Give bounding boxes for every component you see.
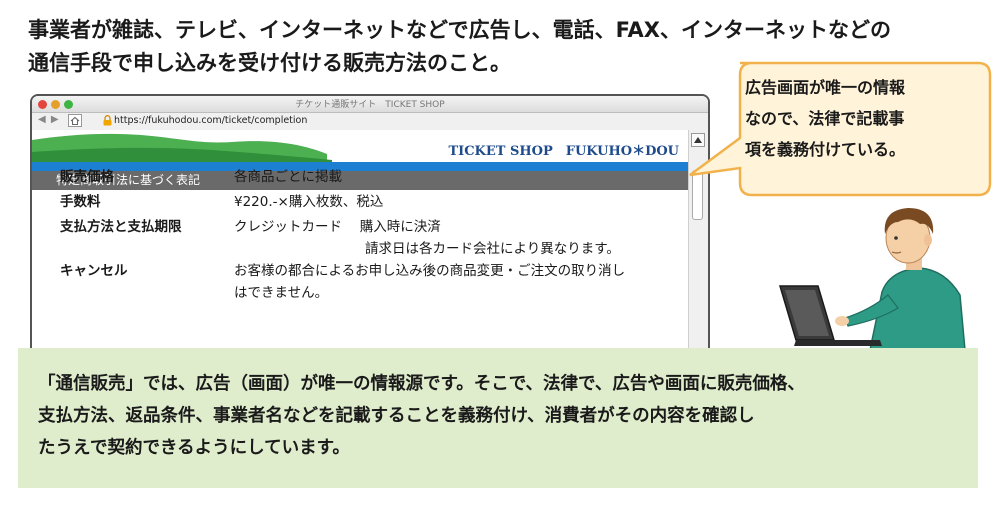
row-value: 各商品ごとに掲載: [234, 166, 680, 188]
row-label: 手数料: [60, 194, 101, 210]
maximize-window-button[interactable]: [64, 100, 73, 109]
table-row: 支払方法と支払期限 クレジットカード 購入時に決済 請求日は各カード会社により異…: [60, 216, 680, 260]
info-table: 販売価格 各商品ごとに掲載 手数料 ¥220.-×購入枚数、税込 支払方法と支払…: [60, 166, 680, 310]
close-window-button[interactable]: [38, 100, 47, 109]
row-value-line: ¥220.-×購入枚数、税込: [234, 194, 384, 210]
window-title: チケット通販サイト TICKET SHOP: [295, 100, 445, 110]
person-with-laptop-illustration: [778, 208, 966, 350]
url-field[interactable]: https://fukuhodou.com/ticket/completion: [114, 115, 308, 126]
row-value-line: 請求日は各カード会社により異なります。: [365, 241, 620, 257]
intro-line-1: 事業者が雑誌、テレビ、インターネットなどで広告し、電話、FAX、インターネットな…: [28, 18, 891, 42]
bubble-line: なので、法律で記載事: [745, 109, 905, 128]
table-row: 販売価格 各商品ごとに掲載: [60, 166, 680, 191]
shop-banner: TICKET SHOP FUKUHO＊DOU: [32, 130, 689, 166]
explanation-line: たうえで契約できるようにしています。: [38, 438, 350, 458]
shop-title: TICKET SHOP FUKUHO＊DOU: [448, 144, 679, 159]
minimize-window-button[interactable]: [51, 100, 60, 109]
intro-text: 事業者が雑誌、テレビ、インターネットなどで広告し、電話、FAX、インターネットな…: [28, 14, 928, 80]
home-icon[interactable]: [68, 114, 82, 127]
explanation-line: 支払方法、返品条件、事業者名などを記載することを義務付け、消費者がその内容を確認…: [38, 406, 755, 426]
bubble-line: 広告画面が唯一の情報: [745, 78, 906, 97]
table-row: 手数料 ¥220.-×購入枚数、税込: [60, 191, 680, 216]
speech-bubble: [689, 61, 992, 197]
explanation-text: 「通信販売」では、広告（画面）が唯一の情報源です。そこで、法律で、広告や画面に販…: [38, 368, 968, 464]
address-bar: ◀ ▶ https://fukuhodou.com/ticket/complet…: [32, 113, 708, 131]
intro-line-2: 通信手段で申し込みを受け付ける販売方法のこと。: [28, 51, 511, 75]
window-titlebar: チケット通販サイト TICKET SHOP: [32, 96, 708, 113]
page-viewport: TICKET SHOP FUKUHO＊DOU 特定商取引法に基づく表記: [32, 130, 689, 386]
bubble-line: 項を義務付けている。: [745, 140, 906, 159]
row-label: 販売価格: [60, 169, 114, 185]
row-label: キャンセル: [60, 263, 128, 279]
back-forward-icon[interactable]: ◀ ▶: [38, 114, 60, 125]
row-value: お客様の都合によるお申し込み後の商品変更・ご注文の取り消し はできません。: [234, 260, 680, 304]
row-value-line: はできません。: [234, 285, 329, 301]
row-value: ¥220.-×購入枚数、税込: [234, 191, 680, 213]
row-label: 支払方法と支払期限: [60, 219, 182, 235]
explanation-line: 「通信販売」では、広告（画面）が唯一の情報源です。そこで、法律で、広告や画面に販…: [38, 374, 805, 394]
lock-icon: [103, 115, 112, 126]
row-value-line: クレジットカード 購入時に決済: [234, 219, 441, 235]
bubble-text: 広告画面が唯一の情報 なので、法律で記載事 項を義務付けている。: [745, 72, 975, 165]
hills-illustration: [32, 133, 689, 166]
section-header: 特定商取引法に基づく表記: [32, 166, 689, 190]
row-value-line: 各商品ごとに掲載: [234, 169, 342, 185]
row-value-line: お客様の都合によるお申し込み後の商品変更・ご注文の取り消し: [234, 263, 626, 279]
explanation-box: 「通信販売」では、広告（画面）が唯一の情報源です。そこで、法律で、広告や画面に販…: [18, 348, 978, 488]
table-row: キャンセル お客様の都合によるお申し込み後の商品変更・ご注文の取り消し はできま…: [60, 260, 680, 310]
row-value: クレジットカード 購入時に決済 請求日は各カード会社により異なります。: [234, 216, 680, 260]
browser-window: チケット通販サイト TICKET SHOP ◀ ▶ https://fukuho…: [30, 94, 710, 388]
scroll-up-button[interactable]: [691, 133, 705, 147]
